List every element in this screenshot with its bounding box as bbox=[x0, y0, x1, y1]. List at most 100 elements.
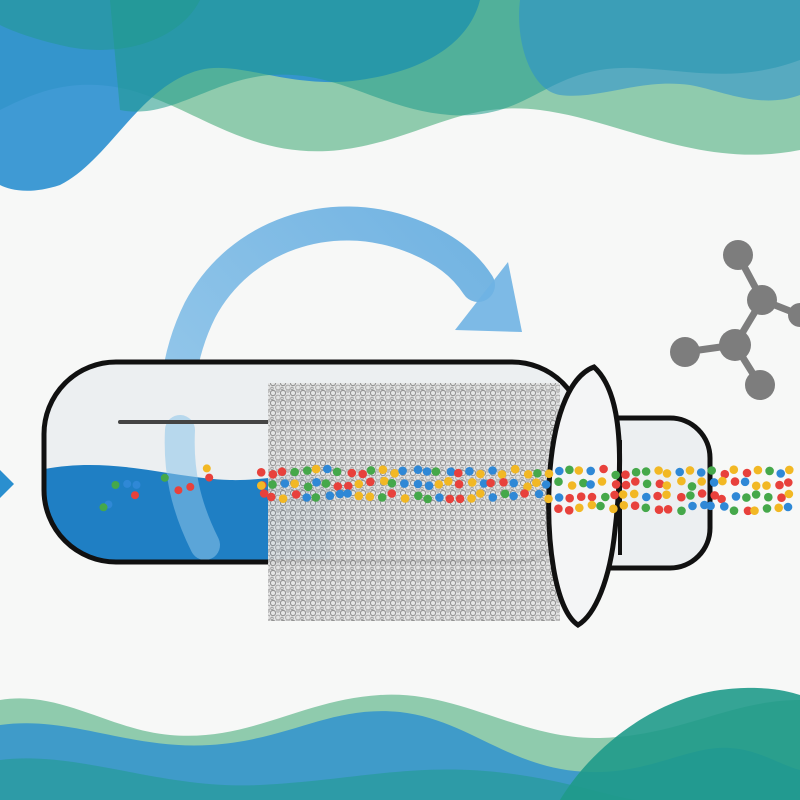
particle-dot bbox=[455, 494, 465, 504]
particle-dot bbox=[564, 506, 574, 515]
particle-dot bbox=[344, 481, 353, 491]
particle-dot bbox=[266, 492, 276, 502]
particle-dot bbox=[642, 479, 652, 489]
particle-dot bbox=[431, 467, 441, 476]
particle-dot bbox=[454, 479, 464, 489]
particle-dot bbox=[390, 469, 400, 478]
particle-dot bbox=[729, 465, 739, 475]
particle-dot bbox=[751, 481, 761, 491]
particle-dot bbox=[132, 480, 141, 489]
particle-dot bbox=[742, 468, 752, 478]
particle-dot bbox=[277, 467, 287, 477]
particle-dot bbox=[753, 465, 763, 475]
particle-dot bbox=[663, 505, 673, 514]
particle-dot bbox=[785, 465, 794, 475]
particle-dot bbox=[520, 489, 529, 498]
particle-dot bbox=[413, 479, 423, 489]
particle-dot bbox=[532, 478, 541, 488]
particle-dot bbox=[467, 494, 476, 503]
particle-dot bbox=[400, 494, 410, 503]
particle-dot bbox=[554, 504, 563, 513]
particle-dot bbox=[619, 501, 629, 510]
particle-dot bbox=[579, 478, 588, 488]
particle-dot bbox=[387, 478, 397, 488]
particle-dot bbox=[686, 491, 695, 500]
particle-dot bbox=[365, 492, 375, 502]
particle-dot bbox=[435, 493, 444, 502]
particle-dot bbox=[186, 482, 195, 491]
particle-stream-icon bbox=[99, 464, 794, 516]
particle-dot bbox=[488, 493, 498, 502]
particle-dot bbox=[731, 492, 741, 501]
particle-dot bbox=[611, 470, 620, 480]
particle-dot bbox=[717, 494, 726, 504]
particle-dot bbox=[730, 477, 740, 486]
particle-dot bbox=[774, 503, 783, 513]
particle-dot bbox=[587, 492, 597, 502]
particle-dot bbox=[740, 477, 750, 487]
particle-dot bbox=[706, 501, 715, 511]
particle-dot bbox=[653, 491, 662, 501]
particle-dot bbox=[629, 489, 639, 499]
particle-dot bbox=[642, 492, 651, 502]
particle-dot bbox=[523, 482, 532, 492]
particle-dot bbox=[488, 466, 497, 475]
particle-dot bbox=[202, 464, 211, 473]
particle-dot bbox=[720, 469, 730, 479]
particle-dot bbox=[354, 479, 364, 489]
particle-dot bbox=[354, 491, 364, 501]
particle-dot bbox=[325, 491, 335, 501]
particle-dot bbox=[641, 467, 651, 476]
particle-dot bbox=[621, 470, 630, 480]
particle-dot bbox=[685, 466, 695, 475]
particle-dot bbox=[510, 464, 520, 474]
particle-dot bbox=[599, 464, 608, 474]
particle-dot bbox=[654, 505, 664, 514]
particle-dot bbox=[476, 489, 485, 498]
particle-dot bbox=[377, 493, 387, 502]
particle-dot bbox=[205, 473, 214, 482]
particle-dot bbox=[697, 477, 706, 486]
particle-dot bbox=[290, 479, 300, 489]
particle-dot bbox=[675, 467, 684, 477]
particle-dot bbox=[343, 489, 352, 498]
particle-dot bbox=[611, 480, 621, 489]
particle-dot bbox=[775, 480, 784, 490]
particle-dot bbox=[662, 481, 672, 490]
particle-dot bbox=[718, 476, 727, 486]
particle-dot bbox=[398, 466, 407, 476]
particle-dot bbox=[523, 470, 533, 479]
particle-dot bbox=[509, 478, 518, 488]
particle-dot bbox=[99, 503, 108, 512]
particle-dot bbox=[631, 467, 641, 477]
particle-dot bbox=[641, 503, 651, 513]
particle-dot bbox=[160, 473, 169, 482]
particle-dot bbox=[575, 503, 584, 513]
particle-dot bbox=[567, 481, 577, 490]
particle-dot bbox=[688, 501, 697, 511]
particle-dot bbox=[321, 479, 331, 488]
particle-dot bbox=[256, 468, 266, 477]
particle-dot bbox=[784, 478, 793, 487]
particle-dot bbox=[784, 489, 794, 499]
particle-dot bbox=[499, 478, 508, 487]
molecule-icon bbox=[670, 240, 800, 400]
particle-dot bbox=[278, 494, 288, 504]
particle-dot bbox=[764, 492, 773, 502]
particle-dot bbox=[323, 464, 332, 474]
particle-dot bbox=[335, 489, 345, 499]
particle-dot bbox=[497, 470, 507, 479]
particle-dot bbox=[750, 506, 759, 515]
particle-dot bbox=[655, 479, 665, 489]
particle-dot bbox=[131, 491, 139, 500]
particle-dot bbox=[509, 491, 518, 501]
particle-dot bbox=[576, 492, 586, 502]
particle-dot bbox=[762, 481, 771, 490]
particle-dot bbox=[742, 493, 751, 502]
particle-dot bbox=[597, 477, 607, 486]
particle-dot bbox=[710, 491, 719, 500]
particle-dot bbox=[302, 493, 312, 502]
particle-dot bbox=[631, 477, 640, 486]
particle-dot bbox=[311, 493, 321, 502]
particle-dot bbox=[586, 466, 595, 476]
